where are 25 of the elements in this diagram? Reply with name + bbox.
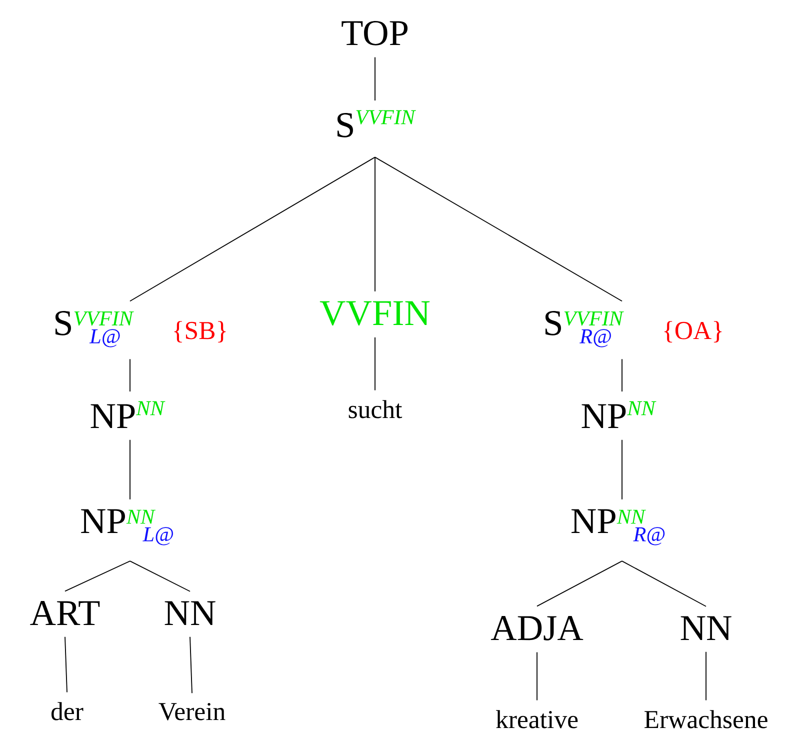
tree-branch (374, 56, 376, 101)
tree-label: NN (164, 601, 216, 625)
tree-branch (64, 560, 130, 592)
tree-label: Erwachsene (644, 710, 768, 728)
tree-label: ADJA (490, 616, 584, 640)
tree-branch (130, 560, 190, 592)
tree-branch (536, 560, 622, 607)
tree-branch (130, 156, 376, 302)
function-tag: {OA} (664, 321, 722, 342)
tree-label: Verein (158, 702, 226, 720)
tree-label: der (51, 702, 84, 720)
tree-branch (190, 636, 192, 694)
tree-label: ART (30, 601, 100, 625)
tree-label: kreative (496, 710, 578, 728)
tree-label: TOP (342, 20, 408, 46)
tree-branch (374, 156, 376, 292)
tree-branch (536, 652, 538, 701)
tree-branch (64, 636, 68, 693)
function-tag: {SB} (174, 321, 226, 342)
tree-branch (374, 156, 622, 302)
tree-branch (622, 560, 706, 607)
tree-label: NN (680, 616, 732, 640)
tree-label: sucht (348, 400, 402, 418)
tree-label: VVFIN (320, 301, 430, 326)
tree-branch (374, 336, 376, 391)
